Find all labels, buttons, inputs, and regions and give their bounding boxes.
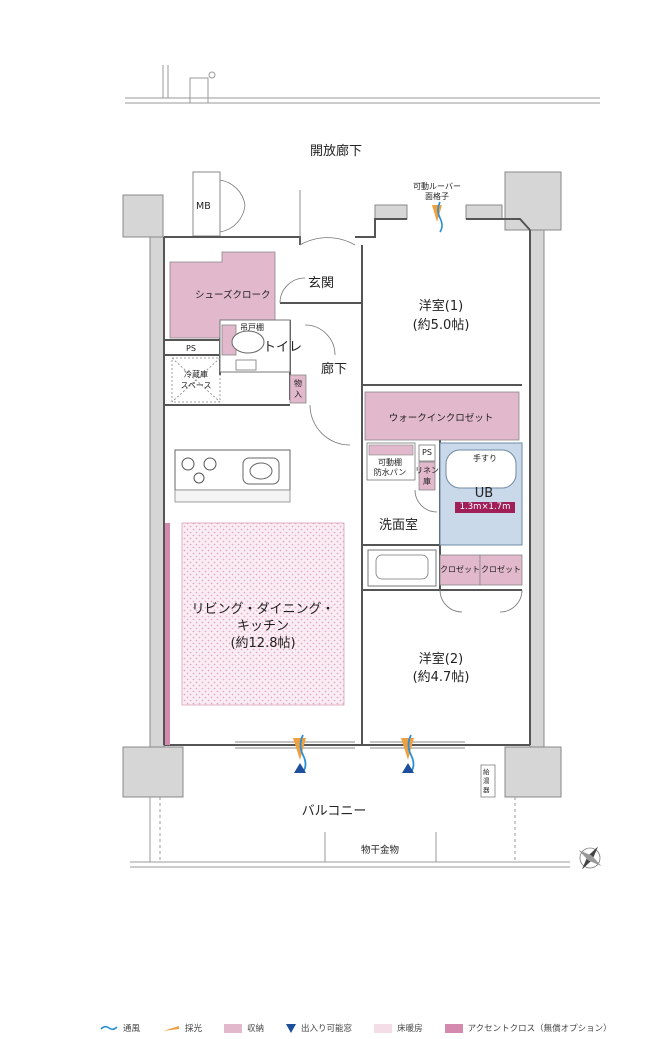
louver-label-line1: 可動ルーバー	[413, 182, 461, 191]
toilet-label: トイレ	[263, 340, 303, 355]
closet-b-area	[479, 554, 523, 586]
exit-triangle-icon	[286, 1023, 297, 1033]
waterproof-pan	[366, 442, 416, 481]
tsuri-todana-label: 吊戸棚	[240, 323, 264, 332]
legend-item-ventilation: 通風	[100, 1022, 140, 1034]
legend-item-daylight: 採光	[162, 1022, 202, 1034]
floor-heating-swatch-icon	[374, 1023, 393, 1033]
legend-label: 採光	[185, 1024, 203, 1034]
western2-label-line1: 洋室(2)	[418, 652, 464, 667]
kitchen-counter	[174, 449, 291, 503]
legend: 通風 採光 収納 出入り可能窓 床暖房 アクセントクロス（無償オプション）	[100, 1020, 634, 1036]
legend-label: アクセントクロス（無償オプション）	[467, 1024, 612, 1034]
western1-label-line1: 洋室(1)	[418, 299, 464, 314]
washroom-label: 洗面室	[379, 518, 419, 533]
ldk-label-line3: (約12.8帖)	[230, 636, 296, 651]
unit-bath	[439, 442, 523, 546]
legend-item-storage: 収納	[224, 1022, 264, 1034]
corridor-label: 開放廊下	[309, 144, 363, 159]
fridge-label-line2: スペース	[180, 381, 212, 390]
linen-closet	[418, 461, 436, 491]
storage-label-line1: 物	[294, 379, 302, 388]
ventilation-daylight-symbols	[293, 201, 443, 773]
fridge-label-line1: 冷蔵庫	[184, 370, 208, 379]
ps-box-right	[418, 444, 436, 462]
fridge-space	[171, 357, 221, 403]
legend-item-floor-heating: 床暖房	[374, 1022, 423, 1034]
washbasin	[367, 549, 437, 587]
bouusui-label-line1: 可動棚	[378, 458, 402, 467]
louver-label-line2: 面格子	[425, 192, 449, 201]
legend-item-accent-cloth: アクセントクロス（無償オプション）	[444, 1022, 612, 1034]
balcony-label: バルコニー	[301, 804, 367, 819]
western2-label-line2: (約4.7帖)	[412, 670, 470, 685]
wall-blocks	[122, 171, 562, 798]
water-heater-label: 給湯器	[483, 768, 490, 794]
genkan-label: 玄関	[308, 276, 335, 291]
door-swings	[219, 179, 523, 613]
compass-icon	[578, 846, 602, 870]
accent-cloth-wall	[165, 523, 170, 745]
accent-cloth-swatch-icon	[444, 1023, 463, 1033]
balcony-windows	[235, 741, 465, 749]
storage-label-line2: 入	[294, 390, 302, 399]
legend-label: 収納	[247, 1024, 265, 1034]
bouusui-label-line2: 防水パン	[373, 468, 407, 477]
legend-label: 床暖房	[397, 1024, 423, 1034]
toilet-room	[219, 319, 291, 373]
storage-swatch-icon	[224, 1023, 243, 1033]
exit-window-marks	[294, 763, 414, 773]
linen-label-line2: 庫	[423, 477, 431, 486]
shoes-closet-label: シューズクローク	[195, 290, 271, 301]
ps-left-label: PS	[186, 344, 196, 353]
ldk-label-line1: リビング・ダイニング・	[191, 602, 335, 617]
handrail-label: 手すり	[473, 454, 497, 463]
legend-label: 通風	[123, 1024, 141, 1034]
legend-item-exit-window: 出入り可能窓	[286, 1022, 352, 1034]
hallway-label: 廊下	[321, 362, 348, 377]
balcony-area	[130, 764, 570, 868]
corridor-railing	[125, 65, 600, 104]
linen-label-line1: リネン	[415, 466, 439, 475]
ub-label: UB	[474, 486, 494, 501]
closet-b-label: クロゼット	[481, 565, 521, 574]
storage-closet	[289, 374, 307, 404]
ub-size-badge: 1.3m×1.7m	[455, 502, 515, 513]
daylight-icon	[163, 1026, 180, 1031]
ps-right-label: PS	[422, 448, 432, 457]
drying-hardware-label: 物干金物	[360, 845, 400, 856]
floor-heating-area	[181, 522, 345, 706]
mb-label: MB	[196, 201, 211, 212]
legend-label: 出入り可能窓	[301, 1024, 353, 1034]
closet-a-area	[439, 554, 481, 586]
closet-a-label: クロゼット	[440, 565, 480, 574]
walkin-closet-area	[364, 391, 520, 441]
ldk-label-line2: キッチン	[236, 619, 290, 634]
walkin-closet-label: ウォークインクロゼット	[388, 413, 494, 424]
western1-label-line2: (約5.0帖)	[412, 318, 470, 333]
wave-icon	[100, 1025, 118, 1031]
